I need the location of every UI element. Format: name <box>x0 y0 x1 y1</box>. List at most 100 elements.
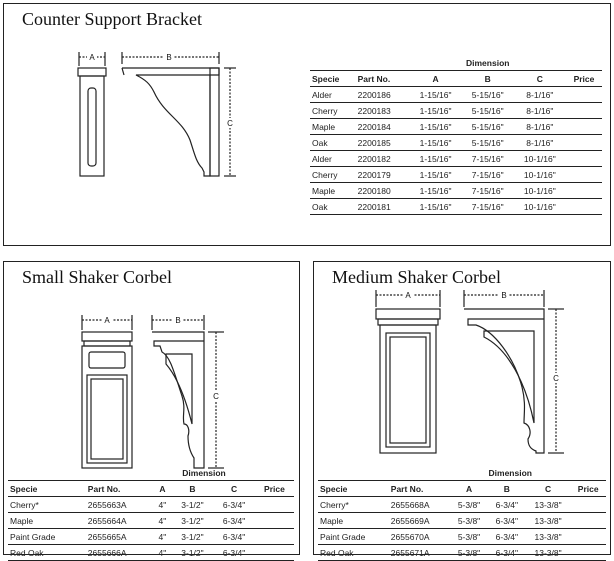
dim-c-cell: 8-1/16" <box>513 118 566 135</box>
dimension-heading: Dimension <box>409 55 566 71</box>
dim-a-cell: 1-15/16" <box>409 198 462 215</box>
dim-b-cell: 5-15/16" <box>461 134 514 151</box>
part-no-cell: 2655663A <box>85 496 154 513</box>
dim-a-cell: 4" <box>153 544 172 561</box>
part-no-cell: 2200184 <box>355 118 410 135</box>
part-no-cell: 2655666A <box>85 544 154 561</box>
specie-cell: Paint Grade <box>8 528 86 545</box>
dim-a-cell: 5-3/8" <box>450 544 488 561</box>
panel-title: Medium Shaker Corbel <box>332 267 501 287</box>
part-no-cell: 2655670A <box>388 528 451 545</box>
dim-a-cell: 1-15/16" <box>409 166 462 183</box>
dim-label-c: C <box>213 392 219 401</box>
specie-cell: Maple <box>310 182 356 199</box>
col-price: Price <box>570 480 606 497</box>
dim-b-cell: 3-1/2" <box>171 544 214 561</box>
col-b: B <box>461 70 514 87</box>
panel-title: Small Shaker Corbel <box>22 267 172 287</box>
counter-support-bracket-panel: Counter Support Bracket A B <box>3 3 611 246</box>
price-cell <box>565 166 602 183</box>
panel-title: Counter Support Bracket <box>22 9 202 29</box>
col-specie: Specie <box>8 480 86 497</box>
medium-shaker-corbel-panel: Medium Shaker Corbel A <box>313 261 611 561</box>
dim-b-cell: 5-15/16" <box>461 118 514 135</box>
col-price: Price <box>565 70 602 87</box>
part-no-cell: 2655664A <box>85 512 154 529</box>
dim-a-cell: 1-15/16" <box>409 150 462 167</box>
part-no-cell: 2200182 <box>355 150 410 167</box>
price-cell <box>570 528 606 545</box>
dim-b-cell: 7-15/16" <box>461 198 514 215</box>
dim-b-cell: 6-3/4" <box>487 496 526 513</box>
dim-label-b: B <box>166 53 171 62</box>
part-no-cell: 2200181 <box>355 198 410 215</box>
part-no-cell: 2655671A <box>388 544 451 561</box>
col-b: B <box>487 480 526 497</box>
dim-c-cell: 8-1/16" <box>513 86 566 103</box>
dim-c-cell: 8-1/16" <box>513 134 566 151</box>
dim-c-cell: 13-3/8" <box>525 512 571 529</box>
dim-a-cell: 5-3/8" <box>450 528 488 545</box>
dim-b-cell: 7-15/16" <box>461 182 514 199</box>
specie-cell: Alder <box>310 86 356 103</box>
col-c: C <box>525 480 571 497</box>
specie-cell: Maple <box>8 512 86 529</box>
dim-a-cell: 4" <box>153 496 172 513</box>
dim-c-cell: 13-3/8" <box>525 496 571 513</box>
col-c: C <box>213 480 255 497</box>
dim-label-c: C <box>227 119 233 128</box>
counter-bracket-drawing: A B C <box>77 52 236 177</box>
dim-c-cell: 10-1/16" <box>513 182 566 199</box>
medium-corbel-drawing: A B C <box>375 290 564 454</box>
dim-b-cell: 3-1/2" <box>171 512 214 529</box>
specie-cell: Cherry* <box>318 496 389 513</box>
dim-b-cell: 3-1/2" <box>171 528 214 545</box>
dim-c-cell: 6-3/4" <box>213 544 255 561</box>
dim-label-a: A <box>104 316 110 325</box>
dim-a-cell: 1-15/16" <box>409 102 462 119</box>
specie-cell: Cherry <box>310 102 356 119</box>
col-part-no: Part No. <box>355 70 410 87</box>
price-cell <box>565 86 602 103</box>
specie-cell: Cherry <box>310 166 356 183</box>
dim-b-cell: 5-15/16" <box>461 86 514 103</box>
dim-c-cell: 10-1/16" <box>513 150 566 167</box>
small-spec-table: Dimension Specie Part No. A B C Price Ch… <box>8 465 294 561</box>
specie-cell: Cherry* <box>8 496 86 513</box>
dim-label-b: B <box>501 291 506 300</box>
dim-b-cell: 7-15/16" <box>461 166 514 183</box>
dimension-heading: Dimension <box>450 465 571 481</box>
part-no-cell: 2655669A <box>388 512 451 529</box>
price-cell <box>254 512 294 529</box>
dim-b-cell: 7-15/16" <box>461 150 514 167</box>
dim-label-b: B <box>175 316 180 325</box>
part-no-cell: 2200185 <box>355 134 410 151</box>
price-cell <box>254 528 294 545</box>
specie-cell: Red Oak <box>8 544 86 561</box>
specie-cell: Paint Grade <box>318 528 389 545</box>
dim-c-cell: 13-3/8" <box>525 528 571 545</box>
dim-a-cell: 4" <box>153 512 172 529</box>
price-cell <box>570 544 606 561</box>
part-no-cell: 2655668A <box>388 496 451 513</box>
small-shaker-corbel-panel: Small Shaker Corbel A <box>3 261 300 561</box>
specie-cell: Oak <box>310 134 356 151</box>
dim-c-cell: 6-3/4" <box>213 512 255 529</box>
part-no-cell: 2655665A <box>85 528 154 545</box>
dim-a-cell: 1-15/16" <box>409 118 462 135</box>
part-no-cell: 2200183 <box>355 102 410 119</box>
counter-spec-table: Dimension Specie Part No. A B C Price Al… <box>310 55 602 215</box>
dim-c-cell: 13-3/8" <box>525 544 571 561</box>
dim-a-cell: 5-3/8" <box>450 496 488 513</box>
dim-b-cell: 6-3/4" <box>487 512 526 529</box>
